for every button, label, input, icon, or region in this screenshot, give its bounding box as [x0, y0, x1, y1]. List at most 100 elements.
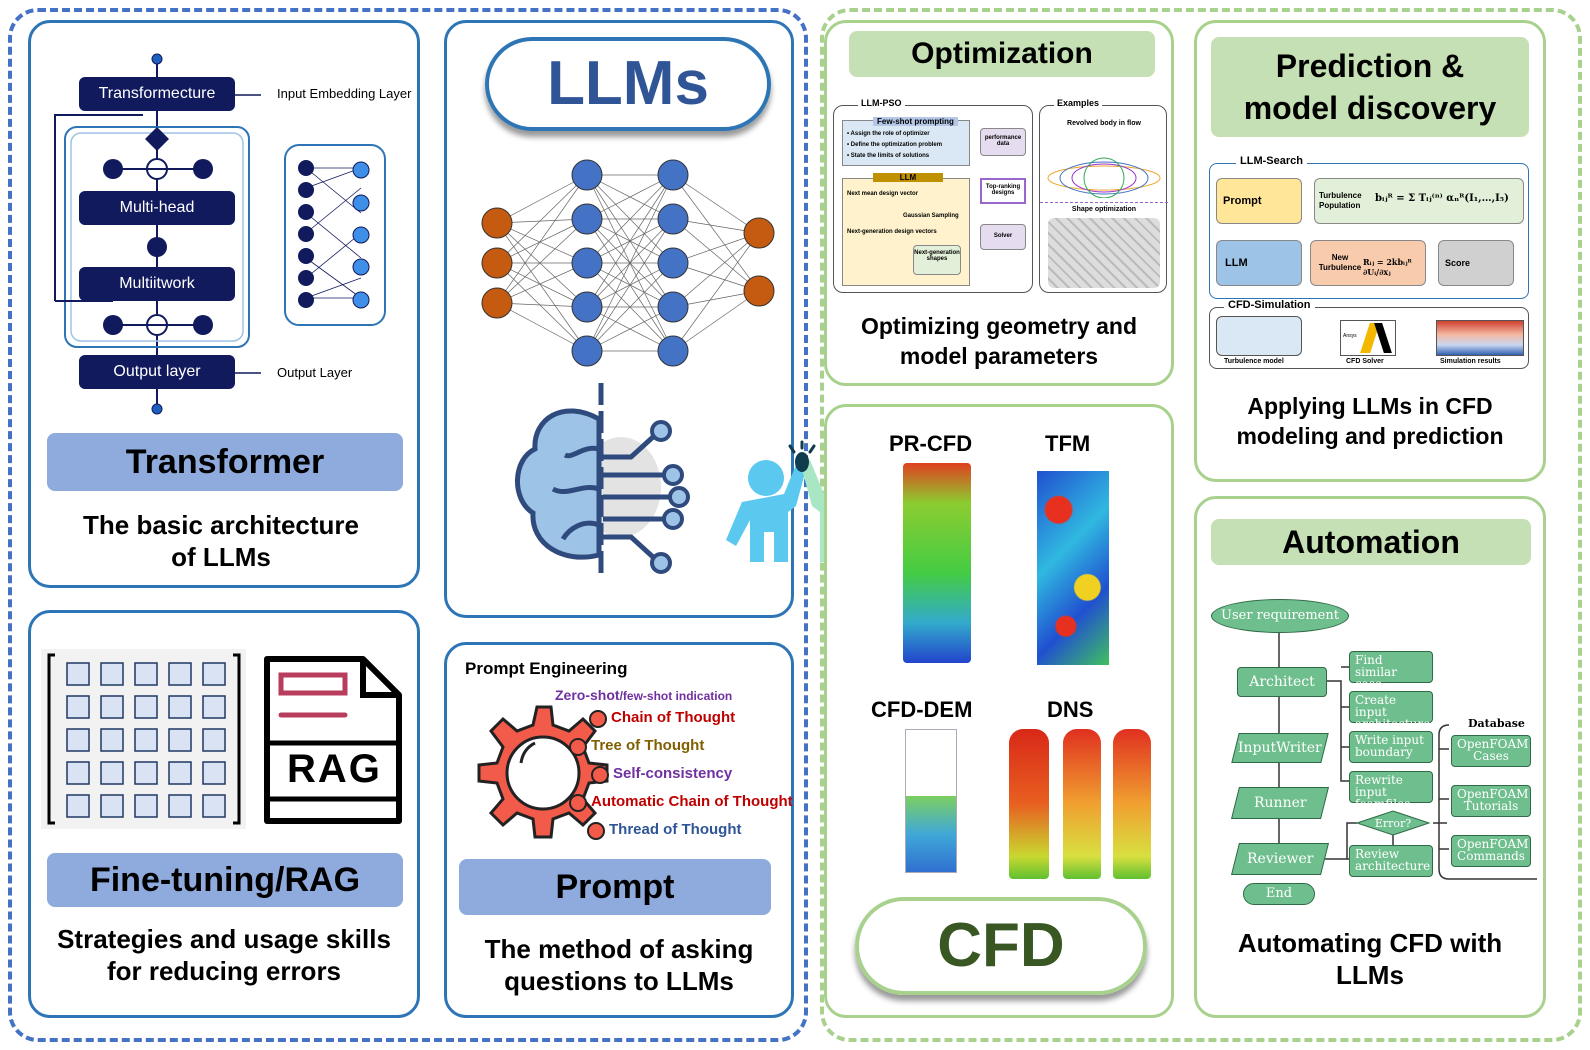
- nn-edge: [496, 174, 588, 264]
- cfd-panel: PR-CFD TFM CFD-DEM DNS CFD: [824, 404, 1174, 1018]
- multi-head-box: Multi-head: [79, 191, 235, 225]
- nn-node: [657, 159, 689, 191]
- pr-cfd-label: PR-CFD: [889, 431, 973, 456]
- architect-node: Architect: [1237, 667, 1327, 697]
- matrix-cell: [134, 794, 158, 818]
- nn-node: [657, 203, 689, 235]
- nn-node: [657, 247, 689, 279]
- matrix-cell: [202, 695, 226, 719]
- automation-description: Automating CFD with LLMs: [1237, 928, 1503, 990]
- prompt-panel: Prompt Engineering Zero-shot/few-shot in…: [444, 642, 794, 1018]
- pr-cfd-image: [903, 463, 971, 663]
- database-label: Database: [1465, 717, 1528, 730]
- matrix-icon: [41, 649, 246, 829]
- nn-node: [481, 247, 513, 279]
- matrix-cell: [202, 728, 226, 752]
- nn-node: [743, 217, 775, 249]
- matrix-cell: [66, 695, 90, 719]
- prompt-node-dot: [591, 766, 609, 784]
- automation-flow-lines: [1278, 631, 1537, 880]
- inputwriter-node: InputWriter: [1231, 733, 1329, 763]
- automation-panel: Automation User requirement Architect In…: [1194, 496, 1546, 1018]
- prompt-node-dot: [587, 822, 605, 840]
- nn-edge: [586, 218, 674, 352]
- output-layer-label: Output Layer: [277, 365, 353, 380]
- finetuning-title: Fine-tuning/RAG: [47, 853, 403, 907]
- review-architecture-node: Review architecture: [1349, 845, 1433, 877]
- reviewer-node: Reviewer: [1231, 843, 1329, 875]
- nn-edge: [672, 232, 760, 308]
- nn-edge: [496, 262, 588, 304]
- automation-title: Automation: [1211, 519, 1531, 565]
- matrix-cell: [134, 728, 158, 752]
- matrix-cell: [168, 695, 192, 719]
- llm-group-border: [8, 8, 808, 1042]
- error-decision: Error?: [1374, 817, 1412, 830]
- output-layer-box: Output layer: [79, 355, 235, 389]
- transformer-description: The basic architecture of LLMs: [83, 510, 359, 572]
- nn-node: [657, 291, 689, 323]
- matrix-cell: [202, 794, 226, 818]
- runner-node: Runner: [1231, 787, 1329, 819]
- user-requirement-node: User requirement: [1211, 599, 1349, 633]
- cfd-title: CFD: [855, 897, 1147, 995]
- matrix-cell: [66, 794, 90, 818]
- cfd-dem-label: CFD-DEM: [871, 697, 973, 722]
- transformer-top-box: Transformecture: [79, 77, 235, 111]
- matrix-cell: [168, 761, 192, 785]
- matrix-cell: [100, 794, 124, 818]
- matrix-cell: [134, 761, 158, 785]
- nn-node: [743, 275, 775, 307]
- prompt-technique-item: Thread of Thought: [609, 821, 742, 838]
- input-embedding-label: Input Embedding Layer: [277, 86, 412, 101]
- nn-edge: [496, 218, 588, 304]
- matrix-cell: [100, 728, 124, 752]
- matrix-cell: [66, 662, 90, 686]
- nn-node: [571, 335, 603, 367]
- cfd-simulation-diagram: CFD-Simulation Turbulence model Ansys CF…: [1209, 299, 1529, 369]
- nn-edge: [586, 174, 674, 308]
- matrix-cell: [202, 662, 226, 686]
- matrix-cell: [100, 662, 124, 686]
- prompt-node-dot: [589, 710, 607, 728]
- optimization-title: Optimization: [849, 31, 1155, 77]
- prompt-title: Prompt: [459, 859, 771, 915]
- nn-node: [657, 335, 689, 367]
- find-similar-node: Find similar case: [1349, 651, 1433, 690]
- rewrite-input-node: Rewrite input foamfiles: [1349, 771, 1433, 810]
- brain-circuit-icon: [515, 383, 690, 575]
- rag-document-icon: [264, 656, 402, 824]
- dns-label: DNS: [1047, 697, 1094, 722]
- prediction-title: Prediction & model discovery: [1211, 37, 1529, 137]
- prompt-technique-item: Automatic Chain of Thought: [591, 793, 793, 810]
- nn-edge: [672, 290, 760, 352]
- dns-image: [1007, 729, 1159, 879]
- nn-edge: [586, 174, 674, 352]
- nn-edge: [586, 174, 674, 220]
- transformer-panel: Transformecture Input Embedding Layer Mu…: [28, 20, 420, 588]
- prediction-panel: Prediction & model discovery LLM-Search …: [1194, 20, 1546, 482]
- nn-edge: [672, 174, 760, 292]
- nn-edge: [496, 174, 588, 304]
- nn-edge: [496, 262, 588, 352]
- llms-title: LLMs: [485, 37, 771, 131]
- nn-edge: [496, 222, 588, 352]
- pso-bullet: • Define the optimization problem: [847, 142, 943, 148]
- nn-edge: [672, 232, 760, 352]
- nn-node: [481, 207, 513, 239]
- nn-node: [571, 291, 603, 323]
- finetuning-description: Strategies and usage skills for reducing…: [57, 924, 391, 986]
- pso-bullet: • Assign the role of optimizer: [847, 131, 930, 137]
- openfoam-commands-node: OpenFOAM Commands: [1451, 835, 1531, 867]
- cfd-dem-image: [905, 729, 957, 873]
- nn-edge: [496, 222, 588, 308]
- nn-icon: [305, 167, 362, 299]
- prompt-node-dot: [569, 738, 587, 756]
- matrix-cell: [134, 695, 158, 719]
- nn-edge: [496, 262, 588, 308]
- rag-icon-text: RAG: [287, 747, 382, 791]
- nn-edge: [496, 218, 588, 264]
- tfm-label: TFM: [1045, 431, 1091, 456]
- pso-bullet: • State the limits of solutions: [847, 153, 930, 159]
- openfoam-tutorials-node: OpenFOAM Tutorials: [1451, 785, 1531, 817]
